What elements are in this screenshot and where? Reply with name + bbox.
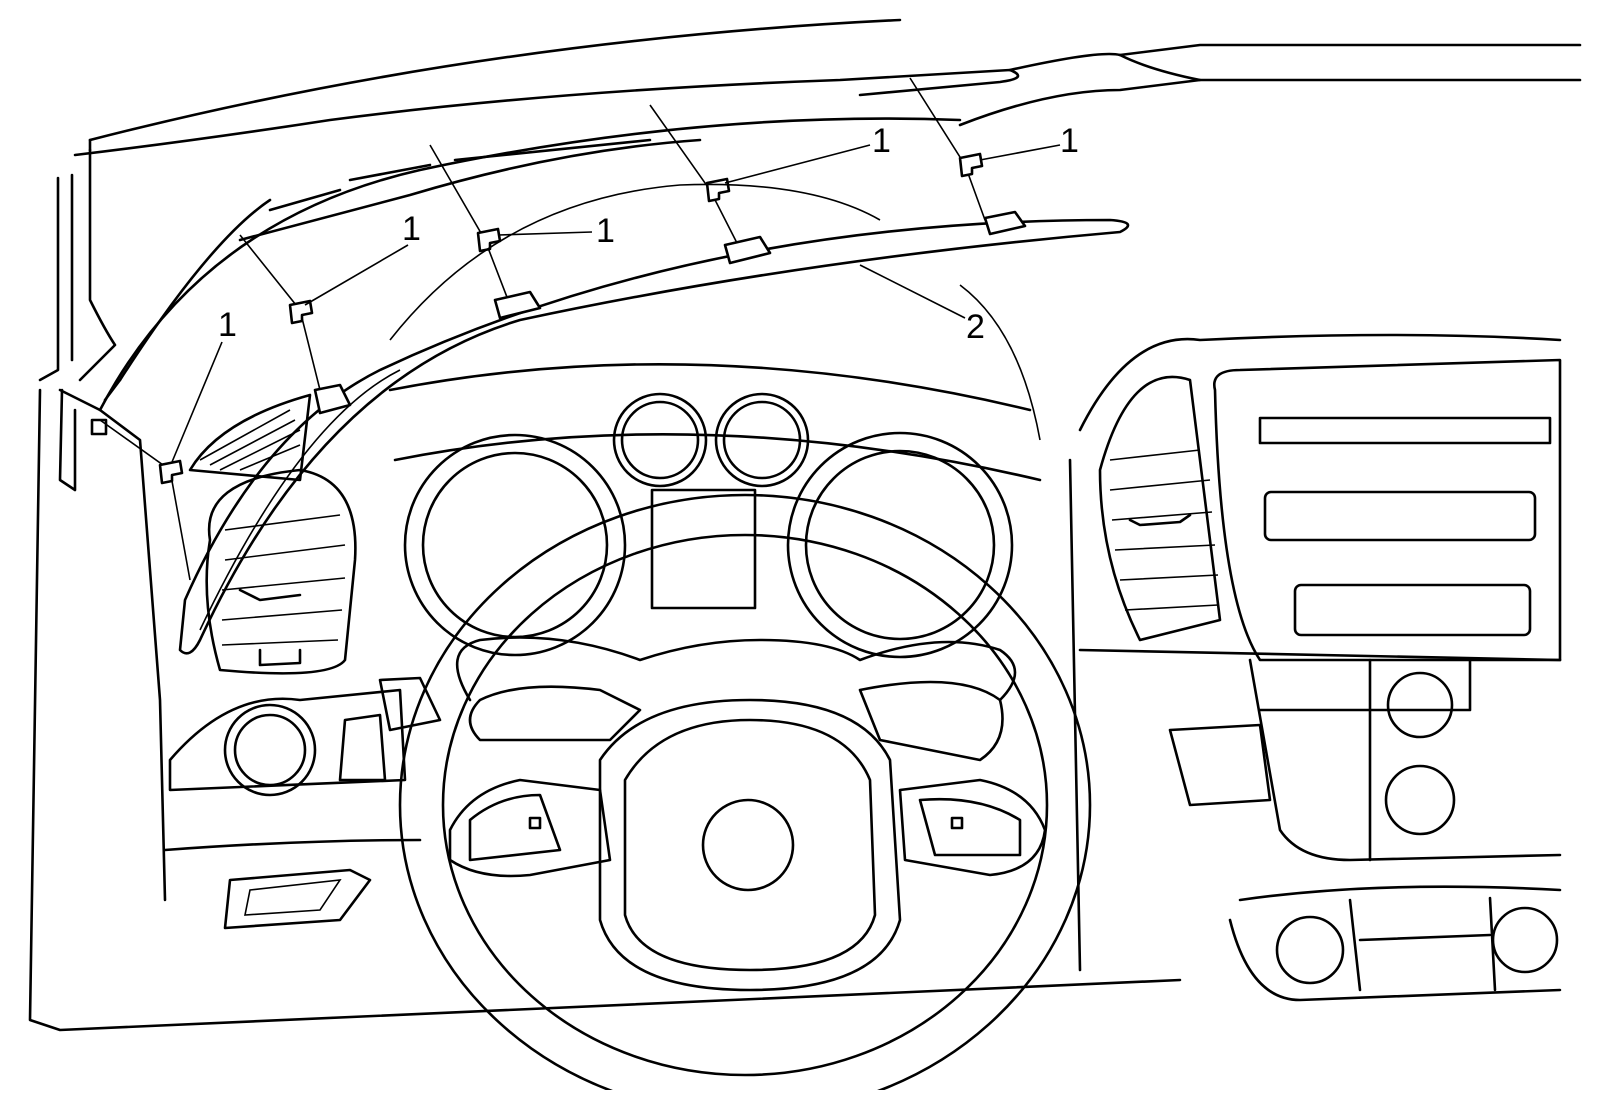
clips [158,152,1027,485]
gauges [403,392,1014,659]
a-pillar [28,148,1182,1032]
callout-1-clip-left-lower: 1 [218,306,237,344]
trim-panel [178,218,1130,655]
callout-1-clip-center-right: 1 [872,122,891,160]
dash-cover [98,117,962,412]
callout-2-trim-panel: 2 [966,308,985,346]
windshield-edge [73,18,1582,157]
callout-1-clip-right: 1 [1060,122,1079,160]
left-lower-controls [163,676,442,930]
steering-wheel [398,493,1092,1095]
center-stack [1068,333,1562,1002]
left-vents [188,393,357,675]
callout-labels: 1 1 1 1 1 2 [218,122,1079,346]
leader-lines [171,144,1061,463]
cluster-hood [388,183,1042,482]
callout-1-clip-left-upper: 1 [402,210,421,248]
callout-1-clip-center-left: 1 [596,212,615,250]
